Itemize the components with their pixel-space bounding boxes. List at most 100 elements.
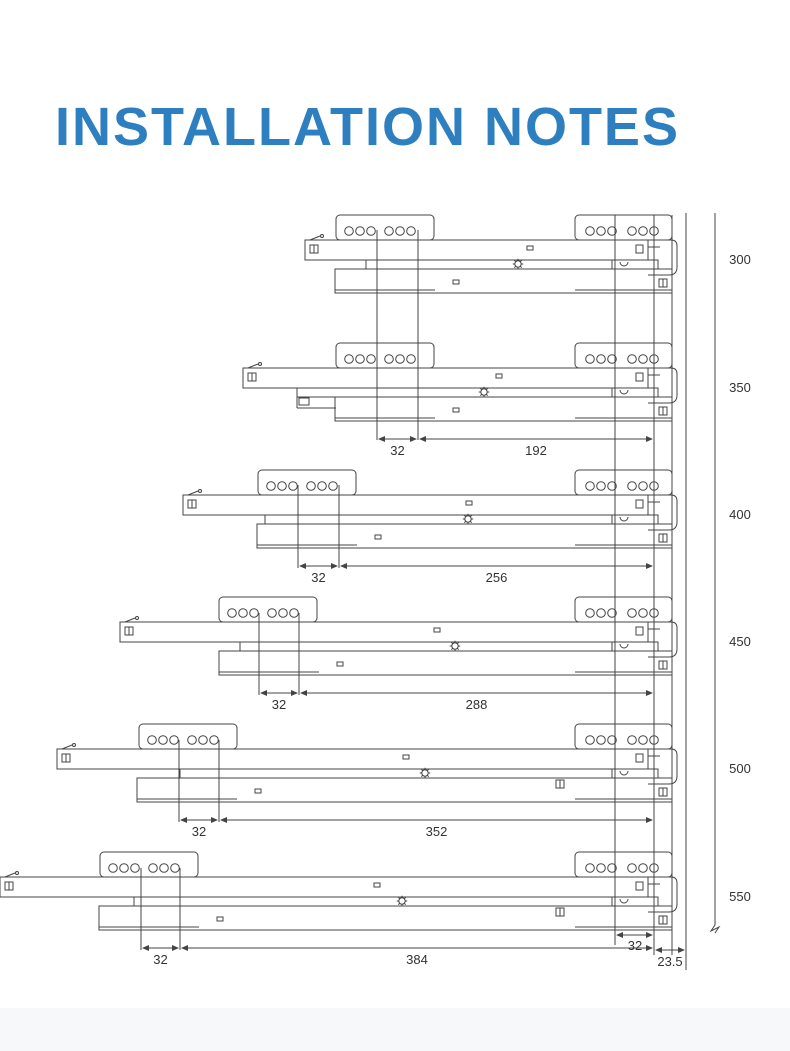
slide-550-dim-32-arrow-left xyxy=(142,945,149,951)
slide-300-lever xyxy=(320,234,324,238)
slide-300-front-holes xyxy=(384,226,394,236)
slide-400-length-label: 400 xyxy=(729,507,751,522)
slide-500-bottom-body xyxy=(136,777,673,803)
slide-550-bearing xyxy=(397,896,401,900)
slide-400-rear-slot xyxy=(635,499,644,509)
slide-550-front-holes xyxy=(119,863,129,873)
slide-300-top-member xyxy=(304,239,649,261)
slide-500-rear-holes xyxy=(627,735,637,745)
slide-400-bearing xyxy=(469,514,473,518)
slide-500-front-holes xyxy=(198,735,208,745)
slide-550-dim-32-label: 32 xyxy=(153,952,167,967)
slide-400-rear-bracket xyxy=(648,494,678,531)
slide-350-dim-span-label: 192 xyxy=(525,443,547,458)
slide-400-rear-pad xyxy=(574,469,673,496)
slide-350-bearing xyxy=(480,388,488,396)
slide-500-rail-hook xyxy=(619,770,629,776)
slide-350-bearing xyxy=(485,393,489,397)
slide-400-rail-hook xyxy=(619,516,629,522)
slide-300-front-holes xyxy=(406,226,416,236)
slide-450-top-slot xyxy=(433,627,441,633)
slide-350-front-holes xyxy=(344,354,354,364)
slide-400-bottom-body xyxy=(256,523,673,549)
slide-500-front-holes xyxy=(169,735,179,745)
slide-350-dim-span-arrow-right xyxy=(646,436,653,442)
slide-350-front-holes xyxy=(395,354,405,364)
slide-350-rear-pad xyxy=(574,342,673,369)
slide-450-rear-bracket xyxy=(648,621,678,658)
slide-450-lever xyxy=(124,617,136,623)
slide-300-rear-holes xyxy=(638,226,648,236)
slide-400-lever xyxy=(187,490,199,496)
slide-550-front-holes xyxy=(159,863,169,873)
slide-450-rear-holes xyxy=(627,608,637,618)
slide-450-dim-32-arrow-right xyxy=(291,690,298,696)
slide-350-front-holes xyxy=(355,354,365,364)
slide-450-dim-32-arrow-left xyxy=(260,690,267,696)
slide-300-rail-hook xyxy=(619,261,629,267)
slide-550-middle-rail xyxy=(133,896,659,907)
slide-350-rear-holes xyxy=(585,354,595,364)
slide-400-rear-holes xyxy=(585,481,595,491)
slide-550-front-holes xyxy=(170,863,180,873)
slide-500-bearing xyxy=(420,768,424,772)
slide-450-length-label: 450 xyxy=(729,634,751,649)
slide-500-bearing xyxy=(426,768,430,772)
slide-350-length-label: 350 xyxy=(729,380,751,395)
slide-350-rear-holes xyxy=(596,354,606,364)
slide-400-front-holes xyxy=(328,481,338,491)
slide-550-rear-slot xyxy=(635,881,644,891)
slide-550-rail-hook xyxy=(619,898,629,904)
slide-450-middle-rail xyxy=(239,641,659,652)
slide-400-lever xyxy=(198,489,202,493)
slide-350-rear-bracket xyxy=(648,367,678,404)
slide-350-rear-holes xyxy=(627,354,637,364)
slide-350-bearing xyxy=(479,393,483,397)
slide-300-middle-rail xyxy=(365,259,659,270)
slide-450-rail-hook xyxy=(619,643,629,649)
slide-300-rear-holes xyxy=(607,226,617,236)
slide-550-rear-pad xyxy=(574,851,673,878)
slide-450-rear-holes xyxy=(638,608,648,618)
slide-550-dim-span-label: 384 xyxy=(406,952,428,967)
slide-400-front-holes xyxy=(288,481,298,491)
slide-550-rear-bracket xyxy=(648,876,678,913)
slide-300-front-holes xyxy=(355,226,365,236)
thickness-dim-arrow-left xyxy=(655,947,662,953)
slide-400-dim-32-label: 32 xyxy=(311,570,325,585)
slide-500-front-holes xyxy=(209,735,219,745)
slide-550-front-holes xyxy=(130,863,140,873)
slide-300-rear-holes xyxy=(585,226,595,236)
slide-400-front-holes xyxy=(277,481,287,491)
slide-350-front-holes xyxy=(406,354,416,364)
page-title: INSTALLATION NOTES xyxy=(55,97,680,157)
slide-350-dim-32-arrow-left xyxy=(378,436,385,442)
slide-450-dim-span-arrow-right xyxy=(646,690,653,696)
slide-550-lever xyxy=(4,872,16,878)
slide-400-rear-holes xyxy=(596,481,606,491)
slide-350-dim-32-label: 32 xyxy=(390,443,404,458)
slide-550-lever xyxy=(15,871,19,875)
slide-550-top-member xyxy=(0,876,649,898)
slide-450-front-holes xyxy=(238,608,248,618)
slide-500-rear-slot xyxy=(635,753,644,763)
slide-500-front-holes xyxy=(187,735,197,745)
slide-350-bearing xyxy=(479,387,483,391)
slide-550-bottom-body xyxy=(98,905,673,931)
slide-500-top-slot xyxy=(402,754,410,760)
slide-500-dim-32-arrow-right xyxy=(211,817,218,823)
slide-450-lever xyxy=(135,616,139,620)
slide-550-rear-holes xyxy=(596,863,606,873)
slide-500-rear-holes xyxy=(638,735,648,745)
slide-450-dim-span-label: 288 xyxy=(466,697,488,712)
slide-300-front-holes xyxy=(395,226,405,236)
slide-300-bearing xyxy=(519,259,523,263)
slide-300-rear-slot xyxy=(635,244,644,254)
slide-450-rear-slot xyxy=(635,626,644,636)
slide-400-bearing xyxy=(463,520,467,524)
slide-300-rear-bracket xyxy=(648,239,678,276)
slide-500-body-slot xyxy=(254,788,262,794)
slide-550-front-holes xyxy=(108,863,118,873)
slide-400-top-member xyxy=(182,494,649,516)
slide-450-rear-holes xyxy=(596,608,606,618)
